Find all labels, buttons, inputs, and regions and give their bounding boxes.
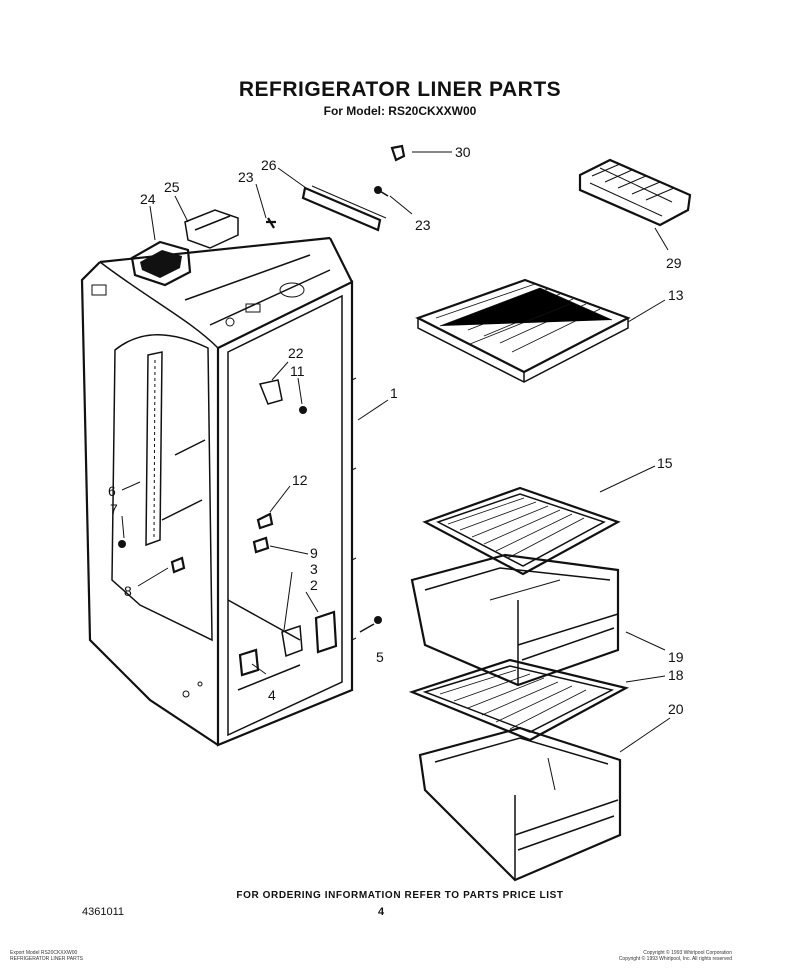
- lower-drawer: [418, 726, 622, 882]
- callout-13: 13: [668, 287, 684, 303]
- fine-print-right: Copyright © 1993 Whirlpool Corporation C…: [619, 950, 732, 962]
- callout-30: 30: [455, 144, 471, 160]
- liner-body: [80, 236, 357, 747]
- callout-22: 22: [288, 345, 304, 361]
- crisper-drawer: [410, 553, 620, 687]
- fine-print-right-line: Copyright © 1993 Whirlpool Corporation: [643, 950, 732, 956]
- callout-19: 19: [668, 649, 684, 665]
- model-subtitle: For Model: RS20CKXXW00: [323, 104, 477, 118]
- fine-print-left-line: REFRIGERATOR LINER PARTS: [10, 956, 83, 962]
- callout-25: 25: [164, 179, 180, 195]
- callout-7: 7: [110, 501, 118, 517]
- callout-6: 6: [108, 483, 116, 499]
- callout-5: 5: [376, 649, 384, 665]
- callout-labels: 30 29 26 25 24 23 23 13 22 11 1 6 7 12 1…: [108, 144, 684, 717]
- callout-18: 18: [668, 667, 684, 683]
- callout-4: 4: [268, 687, 276, 703]
- callout-2: 2: [310, 577, 318, 593]
- callout-26: 26: [261, 157, 277, 173]
- page-title: REFRIGERATOR LINER PARTS: [238, 78, 562, 101]
- callout-9: 9: [310, 545, 318, 561]
- callout-12: 12: [292, 472, 308, 488]
- callout-11: 11: [290, 363, 305, 379]
- crisper-cover: [408, 658, 630, 742]
- fine-print-left: Export Model RS20CKXXW00 REFRIGERATOR LI…: [10, 950, 83, 962]
- ice-tray: [578, 158, 692, 227]
- hardware-parts: [118, 144, 406, 677]
- callout-3: 3: [310, 561, 318, 577]
- callout-15: 15: [657, 455, 673, 471]
- callout-23-left: 23: [238, 169, 254, 185]
- fine-print-right-line: Copyright © 1993 Whirlpool, Inc. All rig…: [618, 956, 732, 962]
- callout-8: 8: [124, 583, 132, 599]
- callout-23-right: 23: [415, 217, 431, 233]
- callout-24: 24: [140, 191, 156, 207]
- wire-shelf: [415, 278, 631, 383]
- callout-29: 29: [666, 255, 682, 271]
- callout-20: 20: [668, 701, 684, 717]
- glass-shelf: [422, 486, 621, 576]
- leader-lines: [121, 151, 671, 753]
- page-number: 4: [378, 906, 385, 918]
- callout-1: 1: [390, 385, 398, 401]
- ordering-note: FOR ORDERING INFORMATION REFER TO PARTS …: [236, 890, 564, 901]
- document-number: 4361011: [82, 906, 125, 918]
- fine-print-left-line: Export Model RS20CKXXW00: [10, 950, 78, 956]
